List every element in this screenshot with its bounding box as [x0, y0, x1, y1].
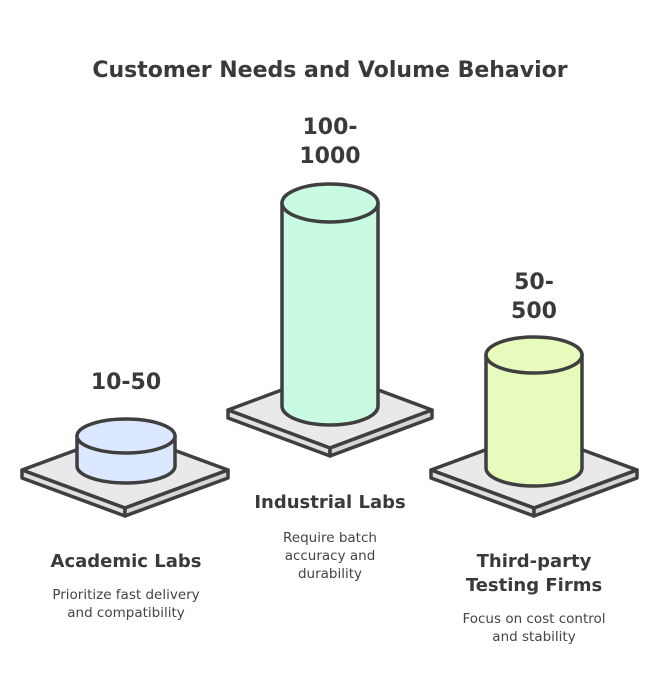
segment-academic: 10-50 Academic Labs Prioritize fast deli… — [20, 370, 230, 621]
label-third-party-line2: Testing Firms — [466, 575, 602, 596]
label-third-party-line1: Third-party — [477, 551, 592, 572]
diagram-title: Customer Needs and Volume Behavior — [92, 58, 567, 83]
cylinder-third-party — [484, 335, 584, 488]
desc-industrial-line3: durability — [298, 566, 362, 582]
range-industrial-line2: 1000 — [299, 144, 360, 169]
cylinder-industrial — [280, 182, 380, 427]
desc-third-party-line1: Focus on cost control — [462, 611, 605, 627]
range-industrial-line1: 100- — [302, 115, 357, 140]
range-academic-line1: 10-50 — [91, 370, 161, 395]
segment-third-party: 50- 500 Third-party Testing Firms Focus … — [429, 270, 639, 645]
range-third-party-line2: 500 — [511, 299, 557, 324]
segment-industrial: 100- 1000 Industrial Labs Require batch … — [226, 115, 434, 582]
cylinder-academic — [75, 417, 177, 485]
desc-academic-line1: Prioritize fast delivery — [52, 587, 199, 603]
range-third-party-line1: 50- — [514, 270, 554, 295]
desc-third-party-line2: and stability — [492, 629, 575, 645]
desc-academic-line2: and compatibility — [67, 605, 185, 621]
desc-industrial-line1: Require batch — [283, 530, 377, 546]
label-academic: Academic Labs — [51, 551, 202, 572]
desc-industrial-line2: accuracy and — [285, 548, 376, 564]
label-industrial: Industrial Labs — [254, 492, 405, 513]
